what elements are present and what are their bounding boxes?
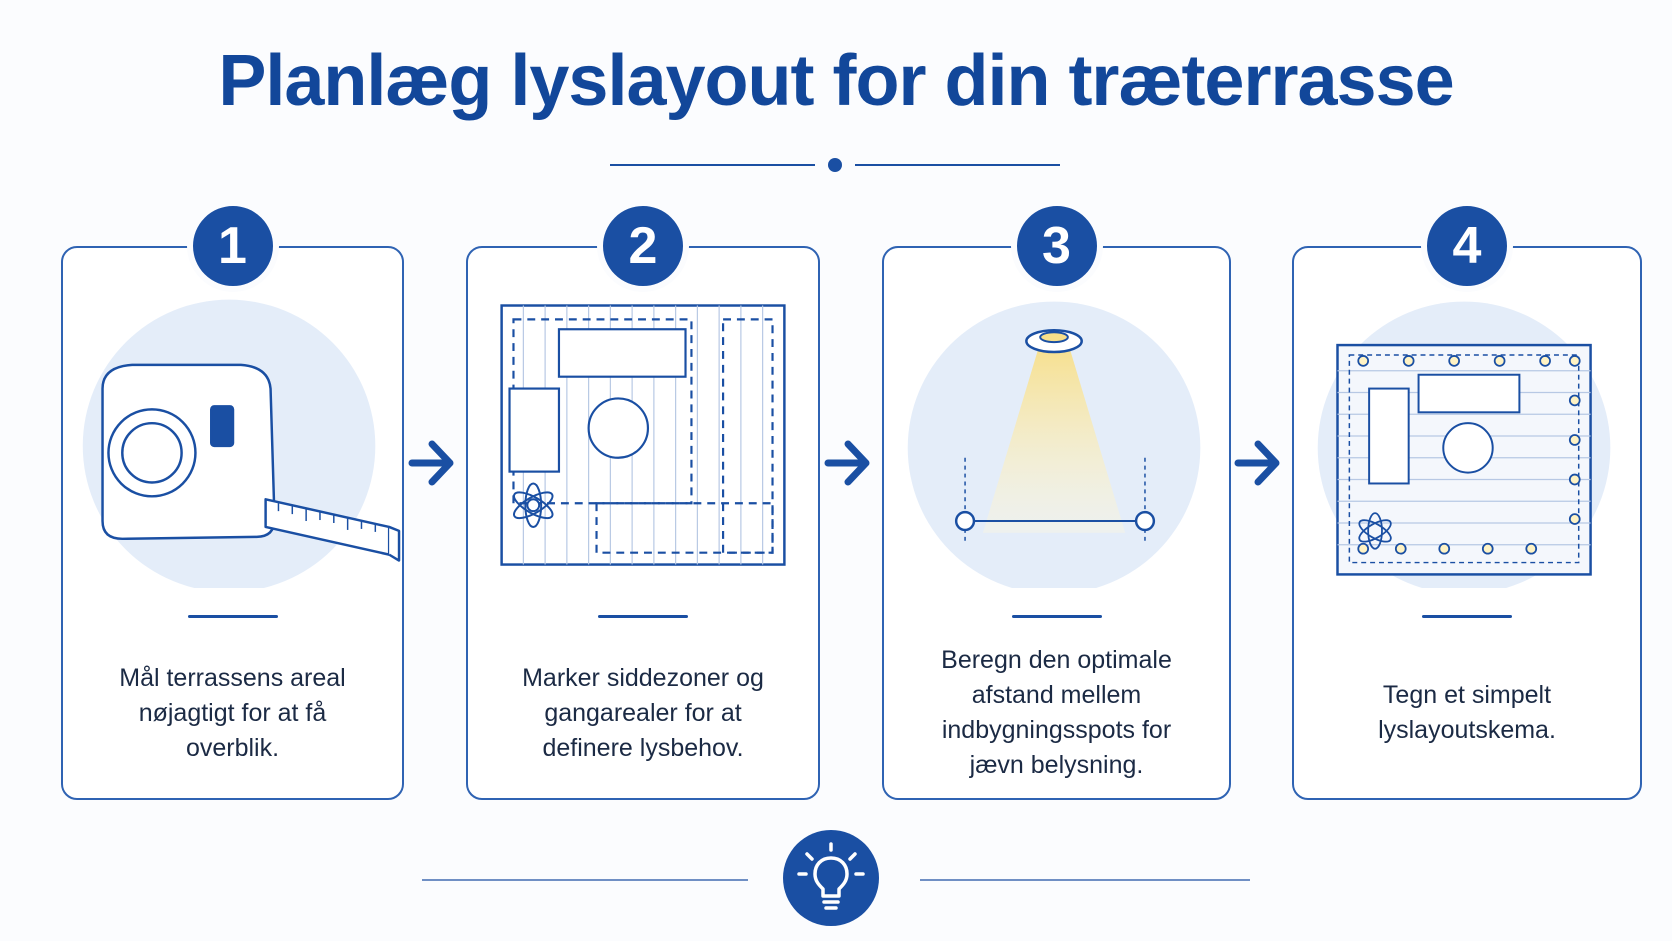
step-card-1: 1 Mål terrassens areal nøjagtigt for at …: [61, 200, 404, 800]
step-number-badge: 2: [597, 200, 689, 292]
title-divider: [610, 158, 1060, 172]
step-card-4: 4 Tegn et simpelt lysl: [1292, 200, 1642, 800]
arrow-right-icon: [408, 440, 454, 486]
step-description: Mål terrassens areal nøjagtigt for at få…: [119, 663, 346, 762]
tape-measure-icon: [82, 299, 401, 588]
footer-badge: [783, 830, 879, 926]
footer-divider-right: [920, 879, 1250, 881]
step-description: Marker siddezoner og gangarealer for at …: [522, 663, 764, 762]
recessed-spotlight-spacing-icon: [907, 301, 1201, 588]
step-description: Beregn den optimale afstand mellem indby…: [941, 646, 1172, 779]
lighting-layout-plan-icon: [1317, 301, 1611, 588]
card-divider: [187, 615, 278, 618]
step-number-badge: 4: [1421, 200, 1513, 292]
card-divider: [598, 615, 688, 618]
arrow-right-icon: [1234, 440, 1280, 486]
floor-plan-zones-icon: [500, 304, 786, 566]
card-divider: [1422, 615, 1512, 618]
step-number-badge: 3: [1010, 200, 1103, 292]
lightbulb-icon: [797, 842, 865, 910]
footer-divider-left: [422, 879, 748, 881]
card-divider: [1011, 615, 1102, 618]
step-description: Tegn et simpelt lyslayoutskema.: [1378, 681, 1556, 744]
step-number-badge: 1: [186, 200, 279, 292]
step-card-2: 2 Marker siddezoner og gangareal: [466, 200, 820, 800]
page-title: Planlæg lyslayout for din træterrasse: [218, 41, 1454, 121]
step-card-3: 3 Beregn den optimale afstand mellem ind…: [882, 200, 1231, 800]
arrow-right-icon: [824, 440, 870, 486]
